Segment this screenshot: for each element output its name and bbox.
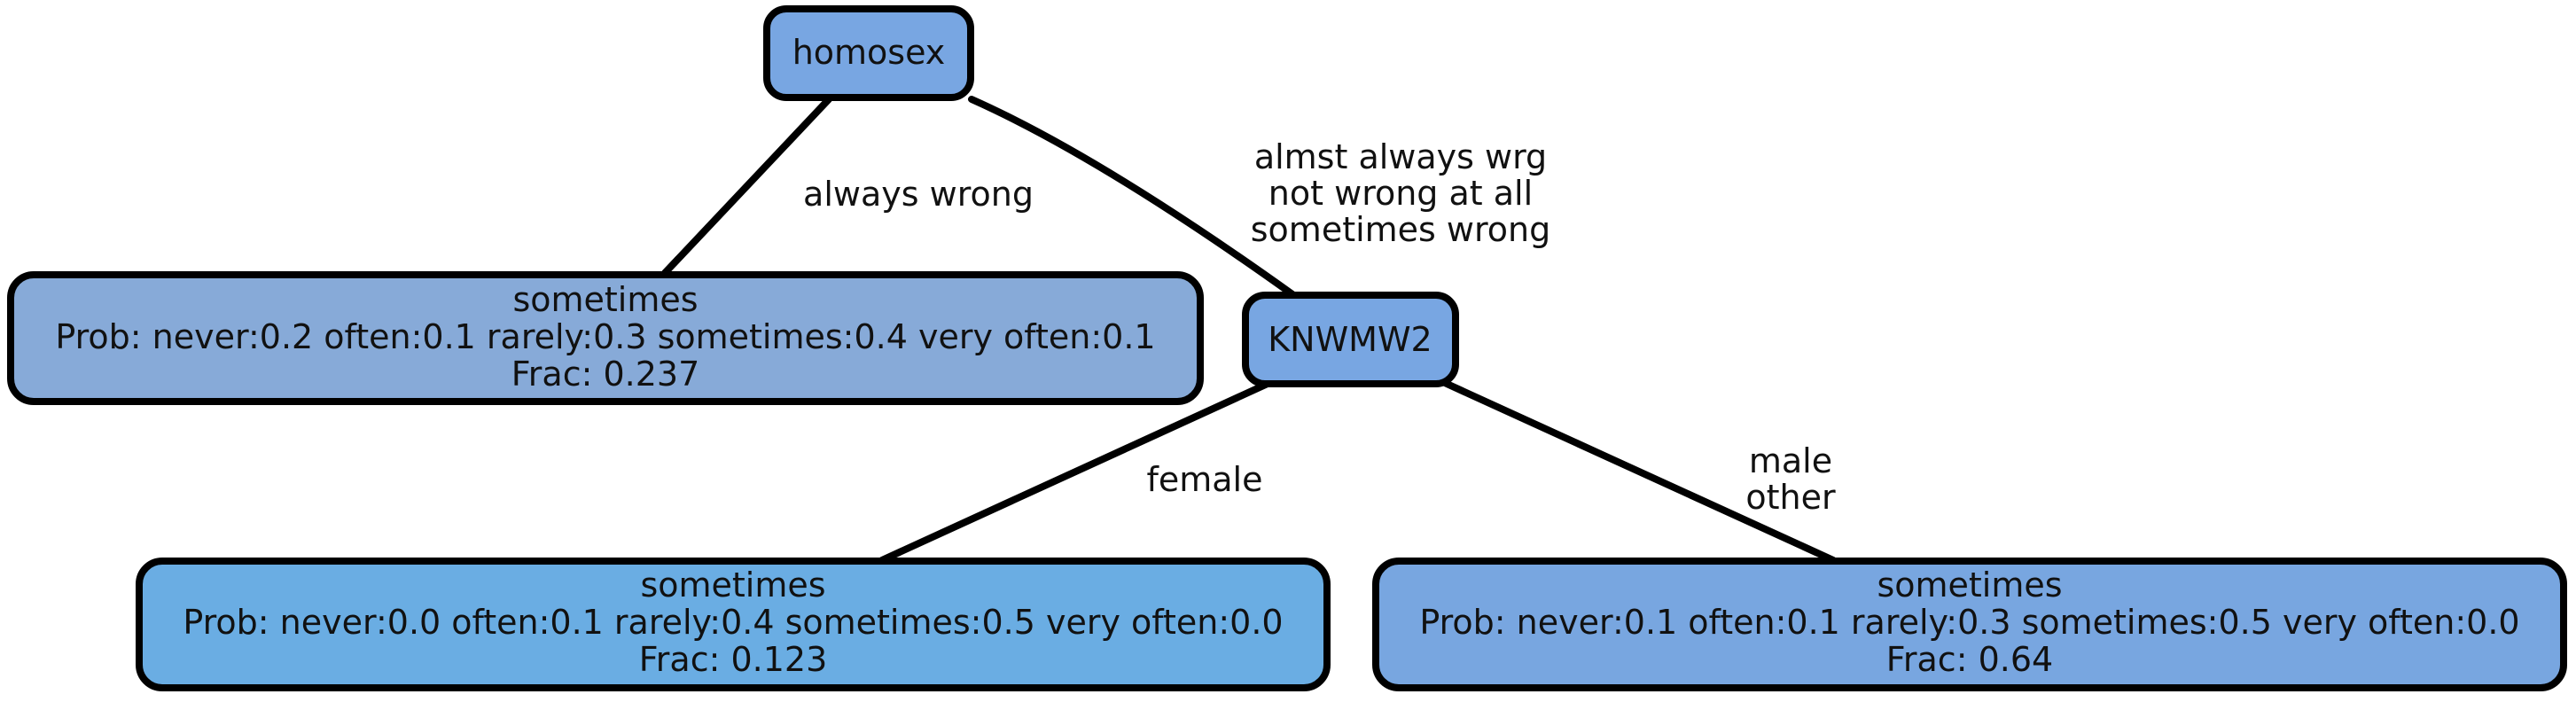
edge-homosex-to-always-wrong-leaf <box>661 96 832 277</box>
node-leaf-female-prob: Prob: never:0.0 often:0.1 rarely:0.4 som… <box>183 603 1283 642</box>
node-knwmw2-box <box>1242 292 1459 387</box>
edge-labels: always wrong almst always wrg not wrong … <box>803 137 1836 517</box>
node-leaf-male-other-box <box>1372 558 2567 691</box>
edge-knwmw2-to-female-leaf <box>878 379 1273 564</box>
edge-label-sometimes-wrong: sometimes wrong <box>1251 210 1551 249</box>
edge-homosex-to-knwmw2 <box>968 96 1296 298</box>
node-leaf-always-wrong-frac: Frac: 0.237 <box>511 355 700 394</box>
node-leaf-female-box <box>136 558 1331 691</box>
node-homosex-box <box>763 5 974 101</box>
node-leaf-male-other: sometimes Prob: never:0.1 often:0.1 rare… <box>1372 558 2567 691</box>
edges <box>661 96 1837 564</box>
node-leaf-always-wrong-prob: Prob: never:0.2 often:0.1 rarely:0.3 som… <box>55 317 1155 356</box>
edge-label-always-wrong: always wrong <box>803 175 1034 214</box>
node-leaf-always-wrong-box <box>7 271 1204 405</box>
edge-label-almst-always-wrg: almst always wrg <box>1254 137 1547 176</box>
node-knwmw2: KNWMW2 <box>1242 292 1459 387</box>
edge-knwmw2-to-male-leaf <box>1441 379 1837 564</box>
node-leaf-always-wrong-title: sometimes <box>512 280 698 319</box>
node-leaf-male-other-prob: Prob: never:0.1 often:0.1 rarely:0.3 som… <box>1419 603 2519 642</box>
edge-label-other: other <box>1745 478 1836 517</box>
node-leaf-female-frac: Frac: 0.123 <box>639 640 828 679</box>
edge-label-female: female <box>1147 460 1263 499</box>
node-homosex: homosex <box>763 5 974 101</box>
node-knwmw2-label: KNWMW2 <box>1268 320 1432 359</box>
node-leaf-male-other-frac: Frac: 0.64 <box>1886 640 2053 679</box>
node-leaf-always-wrong: sometimes Prob: never:0.2 often:0.1 rare… <box>7 271 1204 405</box>
node-leaf-male-other-title: sometimes <box>1877 566 2062 604</box>
node-leaf-female: sometimes Prob: never:0.0 often:0.1 rare… <box>136 558 1331 691</box>
edge-label-male: male <box>1749 441 1832 480</box>
node-homosex-label: homosex <box>792 33 946 72</box>
node-leaf-female-title: sometimes <box>640 566 825 604</box>
edge-label-not-wrong-at-all: not wrong at all <box>1268 174 1533 213</box>
